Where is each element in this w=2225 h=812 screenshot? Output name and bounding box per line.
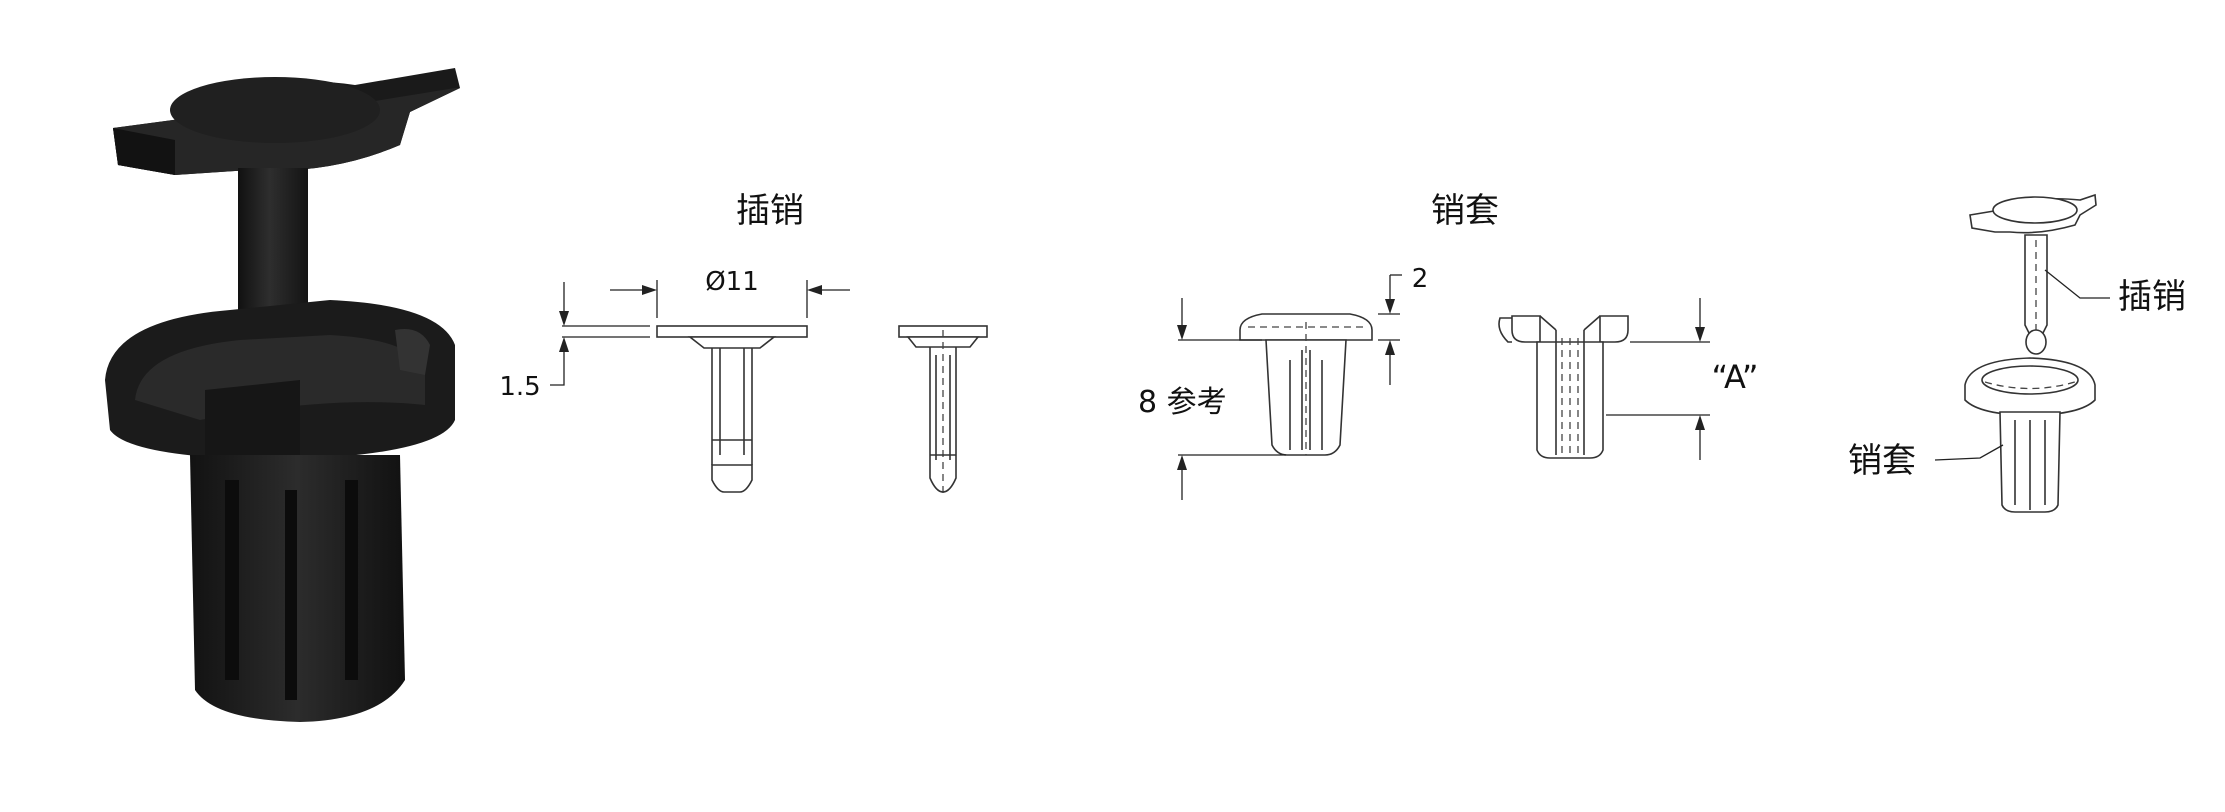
callout-sleeve-label: 销套 (1848, 441, 1916, 481)
dim-a-label: “A” (1712, 358, 1759, 396)
pin-title: 插销 (736, 191, 804, 231)
callout-pin-label: 插销 (2118, 277, 2186, 317)
head-thickness-label: 1.5 (499, 372, 540, 402)
exploded-sleeve (1964, 357, 2096, 513)
sleeve-title: 销套 (1431, 191, 1499, 231)
rivet-render (105, 68, 460, 722)
pin-side-view (898, 325, 988, 495)
dim-a-dimension (1606, 298, 1710, 460)
ref-height-label: 8 参考 (1138, 385, 1227, 420)
diameter-dimension (610, 280, 850, 318)
sleeve-side-view (1498, 315, 1629, 459)
head-thickness-dimension (550, 282, 650, 386)
flange-thickness-dimension (1378, 274, 1402, 385)
flange-thickness-label: 2 (1412, 264, 1429, 294)
exploded-assembly (1934, 193, 2110, 513)
pin-head-render (113, 68, 460, 175)
ref-height-dimension (1177, 298, 1286, 500)
sleeve-front-view (1239, 313, 1373, 456)
callout-sleeve-leader (1934, 444, 2004, 461)
pin-front-view (656, 325, 808, 493)
exploded-pin (1969, 193, 2097, 355)
sleeve-collar-render (105, 300, 455, 460)
sleeve-body-render (190, 455, 405, 722)
diameter-label: Ø11 (705, 267, 759, 297)
callout-pin-leader (2044, 269, 2110, 299)
